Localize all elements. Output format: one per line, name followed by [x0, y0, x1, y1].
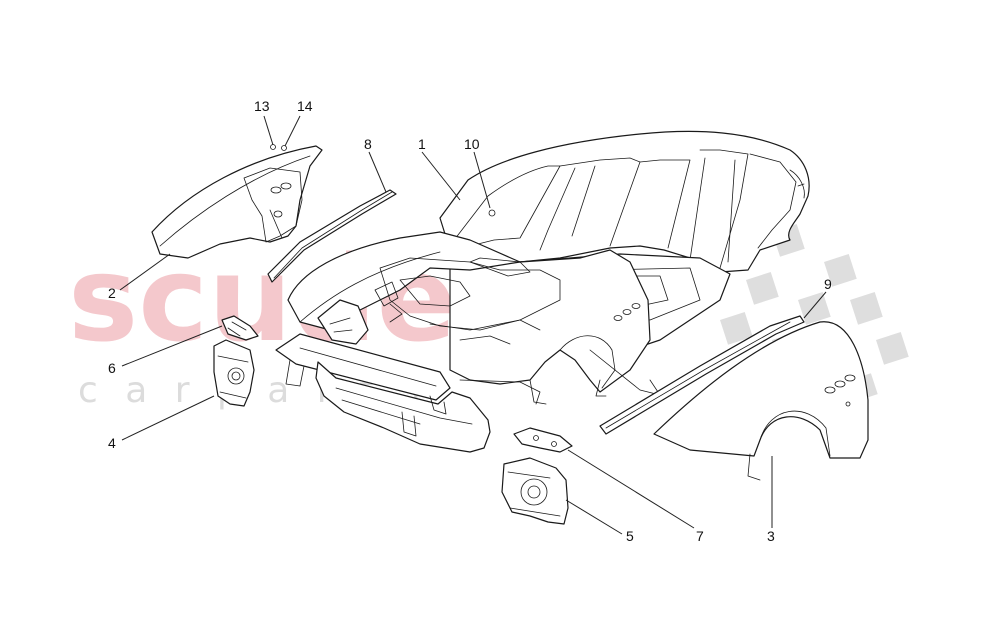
callout-10: 10: [464, 136, 480, 152]
leader-lines: [119, 115, 827, 535]
leader-2: [119, 253, 171, 291]
callout-14: 14: [297, 98, 313, 114]
callout-labels: 1 2 3 4 5 6 7 8 9 10 13 14: [108, 98, 832, 544]
leader-4: [121, 395, 215, 441]
callout-2: 2: [108, 285, 116, 301]
leader-8: [368, 151, 387, 193]
callout-7: 7: [696, 528, 704, 544]
leader-14: [284, 115, 301, 147]
clip-13-icon: [270, 144, 276, 150]
callout-9: 9: [824, 276, 832, 292]
body-shell: [275, 130, 810, 453]
bracket-6: [221, 315, 259, 341]
leader-13: [263, 115, 274, 146]
leader-7: [567, 449, 695, 529]
callout-13: 13: [254, 98, 270, 114]
callout-8: 8: [364, 136, 372, 152]
wheelarch-5: [501, 457, 569, 525]
callout-3: 3: [767, 528, 775, 544]
callout-5: 5: [626, 528, 634, 544]
wheelarch-4: [213, 339, 255, 407]
bracket-7: [513, 427, 573, 453]
callout-4: 4: [108, 435, 116, 451]
fender-vents-left: [613, 303, 641, 321]
seal-strip-8: [267, 189, 397, 283]
callout-1: 1: [418, 136, 426, 152]
leader-6: [121, 325, 223, 367]
leader-9: [803, 291, 827, 319]
leader-1: [421, 151, 461, 201]
leader-10: [473, 151, 491, 209]
callout-6: 6: [108, 360, 116, 376]
leader-5: [565, 499, 623, 535]
apron-assembly: [151, 144, 323, 259]
sill-9: [599, 315, 805, 435]
plug-10-icon: [488, 209, 496, 217]
fender-3: [653, 321, 869, 481]
clip-14-icon: [281, 145, 287, 151]
